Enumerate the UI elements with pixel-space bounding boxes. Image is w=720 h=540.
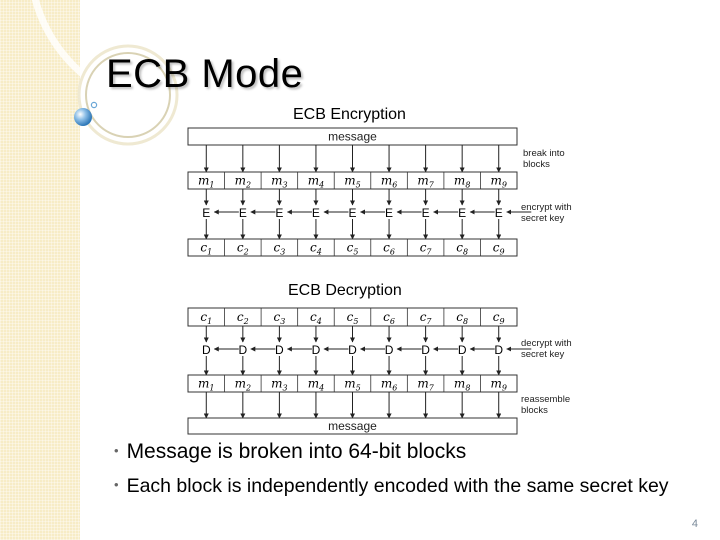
dec-cipher-row-cell: c9 [493,310,505,326]
enc-cipher-row-cell: c9 [493,241,505,257]
note-break-into-blocks: blocks [523,159,550,170]
decorative-rings [31,0,260,146]
page-number: 4 [691,518,698,530]
decrypt-box: D [421,343,430,357]
dec-cipher-row-cell: c8 [456,310,468,326]
slide-title: ECB Mode [106,52,304,96]
note-decrypt-with-key: decrypt with [521,338,572,349]
encrypt-box: E [348,206,356,220]
encrypt-box: E [202,206,210,220]
enc-cipher-row-cell: c1 [200,241,212,257]
encrypt-box: E [239,206,247,220]
small-orb-icon [90,101,98,109]
encrypt-box: E [422,206,430,220]
decrypt-box: D [312,343,321,357]
encrypt-box: E [312,206,320,220]
note-break-into-blocks: break into [523,148,565,159]
decrypt-box: D [458,343,467,357]
dec-cipher-row-cell: c4 [310,310,322,326]
decrypt-box: D [275,343,284,357]
note-encrypt-with-key: encrypt with [521,202,572,213]
decrypt-box: D [202,343,211,357]
note-reassemble-blocks: reassemble [521,394,570,405]
enc-cipher-row-cell: c8 [456,241,468,257]
enc-cipher-row-cell: c4 [310,241,322,257]
bullet-1: •Message is broken into 64-bit blocks [114,440,467,463]
dec-cipher-row-cell: c3 [273,310,285,326]
decryption-title: ECB Decryption [288,282,402,299]
dec-cipher-row-cell: c1 [200,310,212,326]
bullet-2-text: Each block is independently encoded with… [126,475,669,497]
dec-cipher-row-cell: c2 [237,310,249,326]
encrypt-box: E [275,206,283,220]
note-encrypt-with-key: secret key [521,213,565,224]
encryption-title: ECB Encryption [293,106,406,123]
decrypt-box: D [494,343,503,357]
note-reassemble-blocks: blocks [521,405,548,416]
message-bar-bottom-label: message [328,419,377,433]
dec-cipher-row-cell: c5 [347,310,359,326]
decrypt-box: D [348,343,357,357]
message-bar-bottom [187,417,518,435]
encrypt-box: E [495,206,503,220]
bullet-1-text: Message is broken into 64-bit blocks [126,440,467,463]
blue-orb-icon [74,108,92,126]
decrypt-box: D [385,343,394,357]
enc-cipher-row-cell: c6 [383,241,395,257]
dec-cipher-row-cell: c6 [383,310,395,326]
decrypt-box: D [238,343,247,357]
enc-cipher-row-cell: c2 [237,241,249,257]
note-decrypt-with-key: secret key [521,349,565,360]
enc-cipher-row-frame [187,238,518,257]
sidebar-decoration [0,0,80,540]
enc-cipher-row-cell: c3 [273,241,285,257]
bullet-2: •Each block is independently encoded wit… [114,475,669,497]
encrypt-box: E [458,206,466,220]
enc-cipher-row-cell: c5 [347,241,359,257]
message-bar-top-label: message [328,130,377,144]
encrypt-box: E [385,206,393,220]
